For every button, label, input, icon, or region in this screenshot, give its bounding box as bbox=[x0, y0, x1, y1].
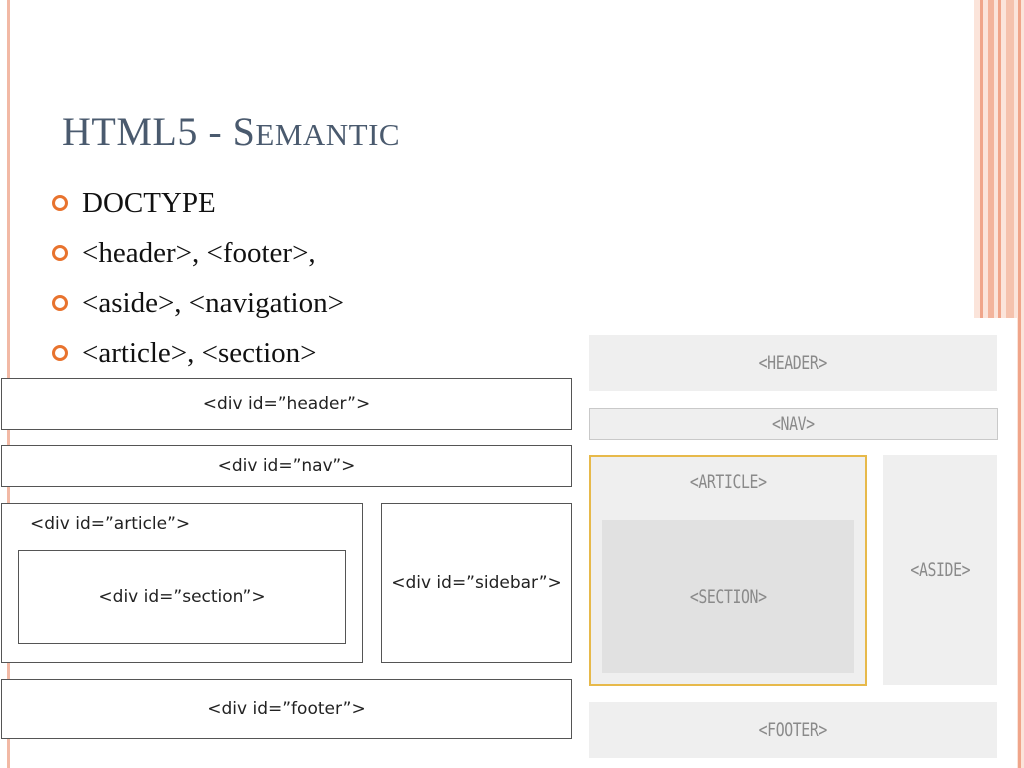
semantic-nav-box: <NAV> bbox=[589, 408, 998, 440]
div-article-label: <div id=”article”> bbox=[30, 514, 191, 534]
slide-title-rest: EMANTIC bbox=[255, 117, 401, 152]
semantic-header-box: <HEADER> bbox=[589, 335, 997, 391]
div-article-box: <div id=”article”> <div id=”section”> bbox=[1, 503, 363, 663]
div-header-label: <div id=”header”> bbox=[202, 394, 371, 414]
semantic-nav-label: <NAV> bbox=[772, 413, 815, 435]
div-footer-label: <div id=”footer”> bbox=[207, 699, 366, 719]
div-section-box: <div id=”section”> bbox=[18, 550, 346, 644]
div-section-label: <div id=”section”> bbox=[98, 587, 266, 607]
semantic-footer-box: <FOOTER> bbox=[589, 702, 997, 758]
semantic-section-label: <SECTION> bbox=[689, 585, 767, 608]
bullet-text: <header>, <footer>, bbox=[82, 236, 316, 269]
bullet-text: <aside>, <navigation> bbox=[82, 286, 344, 319]
semantic-layout-panel: <HEADER> <NAV> <ARTICLE> <SECTION> <ASID… bbox=[572, 318, 1017, 768]
div-footer-box: <div id=”footer”> bbox=[1, 679, 572, 739]
semantic-aside-label: <ASIDE> bbox=[910, 559, 970, 581]
semantic-footer-label: <FOOTER> bbox=[758, 719, 828, 741]
div-sidebar-label: <div id=”sidebar”> bbox=[391, 573, 562, 593]
bullet-text: DOCTYPE bbox=[82, 186, 216, 219]
bullet-list: DOCTYPE <header>, <footer>, <aside>, <na… bbox=[52, 178, 344, 378]
bullet-item: <article>, <section> bbox=[52, 328, 344, 378]
semantic-aside-box: <ASIDE> bbox=[883, 455, 997, 685]
div-header-box: <div id=”header”> bbox=[1, 378, 572, 430]
semantic-article-label: <ARTICLE> bbox=[689, 471, 767, 493]
semantic-header-label: <HEADER> bbox=[758, 352, 828, 374]
semantic-section-box: <SECTION> bbox=[602, 520, 854, 673]
bullet-circle-icon bbox=[52, 245, 68, 261]
bullet-item: DOCTYPE bbox=[52, 178, 344, 228]
semantic-article-label-wrap: <ARTICLE> bbox=[591, 471, 865, 493]
slide-title-first: HTML5 - S bbox=[62, 109, 256, 154]
bullet-circle-icon bbox=[52, 295, 68, 311]
bullet-item: <header>, <footer>, bbox=[52, 228, 344, 278]
bullet-text: <article>, <section> bbox=[82, 336, 317, 369]
bullet-circle-icon bbox=[52, 195, 68, 211]
div-sidebar-box: <div id=”sidebar”> bbox=[381, 503, 572, 663]
slide-title: HTML5 - SEMANTIC bbox=[62, 108, 400, 155]
semantic-article-box: <ARTICLE> <SECTION> bbox=[589, 455, 867, 686]
div-nav-box: <div id=”nav”> bbox=[1, 445, 572, 487]
bullet-item: <aside>, <navigation> bbox=[52, 278, 344, 328]
div-nav-label: <div id=”nav”> bbox=[217, 456, 356, 476]
bullet-circle-icon bbox=[52, 345, 68, 361]
